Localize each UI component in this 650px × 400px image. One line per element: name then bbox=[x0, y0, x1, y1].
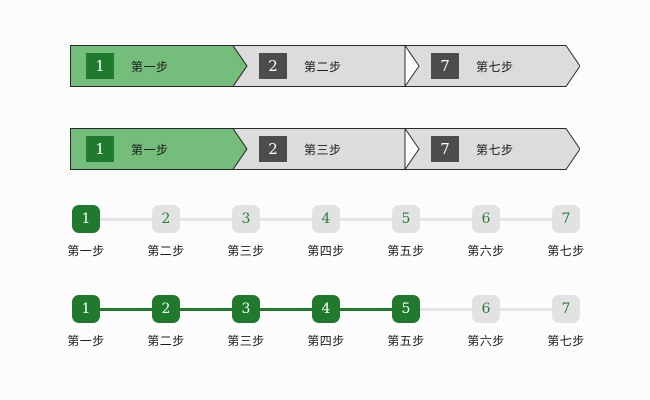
step-number-badge: 1 bbox=[72, 205, 100, 233]
step-connector-line bbox=[259, 308, 313, 311]
step-connector-line bbox=[419, 218, 473, 221]
step-number-badge: 3 bbox=[232, 295, 260, 323]
step-item-2[interactable]: 2 第二步 bbox=[126, 295, 206, 349]
step-item-1[interactable]: 1 第一步 bbox=[46, 295, 126, 349]
step-label: 第七步 bbox=[547, 334, 585, 348]
step-label: 第五步 bbox=[387, 244, 425, 258]
step-label: 第三步 bbox=[227, 334, 265, 348]
step-number-badge: 3 bbox=[232, 205, 260, 233]
arrow-segment-2[interactable] bbox=[232, 128, 406, 170]
step-connector-line bbox=[179, 218, 233, 221]
arrow-progress-bar-2-shape bbox=[70, 128, 580, 170]
step-number-badge: 5 bbox=[392, 205, 420, 233]
dot-progress-bar-2: 1 第一步 2 第二步 3 第三步 4 第四步 5 第五步 6 第六步 7 第七步 bbox=[46, 295, 626, 355]
step-connector-line bbox=[179, 308, 233, 311]
step-label: 第三步 bbox=[227, 244, 265, 258]
step-label: 第五步 bbox=[387, 334, 425, 348]
step-connector-line bbox=[339, 218, 393, 221]
step-label: 第六步 bbox=[467, 334, 505, 348]
step-connector-line bbox=[499, 308, 553, 311]
step-connector-line bbox=[99, 308, 153, 311]
step-label: 第六步 bbox=[467, 244, 505, 258]
step-number-badge: 7 bbox=[552, 295, 580, 323]
step-number-badge: 2 bbox=[152, 295, 180, 323]
step-connector-line bbox=[339, 308, 393, 311]
step-item-4[interactable]: 4 第四步 bbox=[286, 295, 366, 349]
step-item-3[interactable]: 3 第三步 bbox=[206, 295, 286, 349]
step-connector-line bbox=[419, 308, 473, 311]
step-item-4[interactable]: 4 第四步 bbox=[286, 205, 366, 259]
step-item-2[interactable]: 2 第二步 bbox=[126, 205, 206, 259]
step-item-7[interactable]: 7 第七步 bbox=[526, 205, 606, 259]
arrow-segment-7[interactable] bbox=[404, 128, 580, 170]
arrow-segment-1[interactable] bbox=[70, 128, 248, 170]
step-number-badge: 1 bbox=[72, 295, 100, 323]
step-connector-line bbox=[99, 218, 153, 221]
arrow-segment-7[interactable] bbox=[404, 45, 580, 87]
step-item-7[interactable]: 7 第七步 bbox=[526, 295, 606, 349]
arrow-segment-1[interactable] bbox=[70, 45, 248, 87]
step-item-5[interactable]: 5 第五步 bbox=[366, 295, 446, 349]
step-number-badge: 2 bbox=[152, 205, 180, 233]
step-label: 第二步 bbox=[147, 334, 185, 348]
step-connector-line bbox=[259, 218, 313, 221]
dot-progress-bar-1: 1 第一步 2 第二步 3 第三步 4 第四步 5 第五步 6 第六步 7 第七步 bbox=[46, 205, 626, 265]
step-number-badge: 6 bbox=[472, 295, 500, 323]
step-item-6[interactable]: 6 第六步 bbox=[446, 205, 526, 259]
step-label: 第四步 bbox=[307, 334, 345, 348]
step-number-badge: 4 bbox=[312, 295, 340, 323]
step-number-badge: 5 bbox=[392, 295, 420, 323]
step-label: 第四步 bbox=[307, 244, 345, 258]
step-label: 第一步 bbox=[67, 244, 105, 258]
step-label: 第七步 bbox=[547, 244, 585, 258]
arrow-progress-bar-1-shape bbox=[70, 45, 580, 87]
step-item-1[interactable]: 1 第一步 bbox=[46, 205, 126, 259]
step-number-badge: 4 bbox=[312, 205, 340, 233]
step-label: 第二步 bbox=[147, 244, 185, 258]
step-number-badge: 7 bbox=[552, 205, 580, 233]
step-item-5[interactable]: 5 第五步 bbox=[366, 205, 446, 259]
step-item-3[interactable]: 3 第三步 bbox=[206, 205, 286, 259]
step-label: 第一步 bbox=[67, 334, 105, 348]
arrow-segment-2[interactable] bbox=[232, 45, 406, 87]
step-item-6[interactable]: 6 第六步 bbox=[446, 295, 526, 349]
step-number-badge: 6 bbox=[472, 205, 500, 233]
step-connector-line bbox=[499, 218, 553, 221]
